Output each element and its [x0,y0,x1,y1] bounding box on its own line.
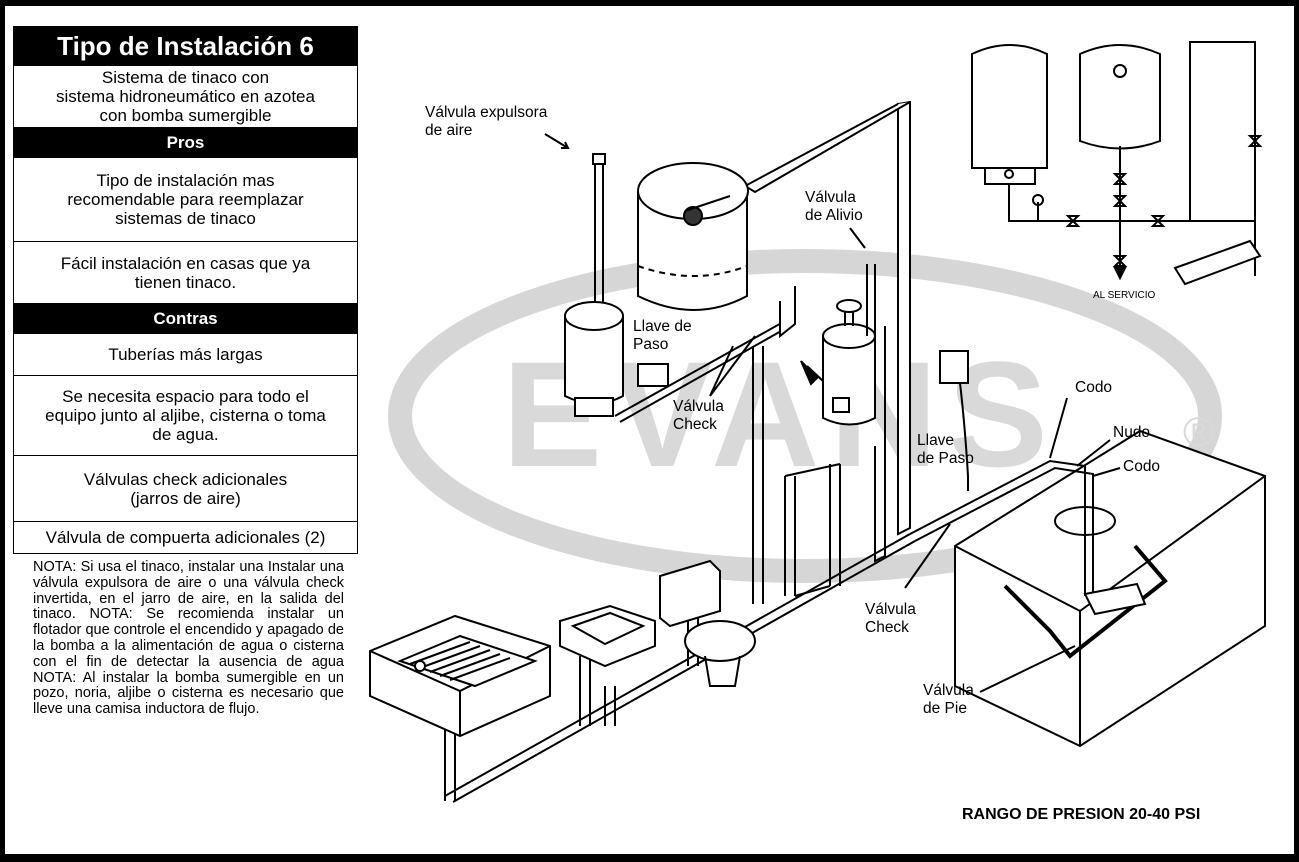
relief-valve-pipe [866,264,876,336]
shower-arm [806,365,824,382]
pointer-codo-2 [1092,467,1121,477]
registered-mark: ® [1183,408,1214,455]
contras-item: Se necesita espacio para todo el equipo … [13,376,358,456]
water-heater [822,299,876,426]
base-supply-pipe [444,533,916,803]
shower-head [800,360,819,386]
air-release-pipe [594,161,604,306]
plumbing-diagram: EVANS ® [369,41,1266,803]
label-codo-2: Codo [1123,458,1161,475]
inset-pressure-tank [1079,44,1161,150]
label-valvula-expulsora: Válvula expulsora de aire [425,104,548,139]
pointer-check-2 [904,523,951,589]
inset-submersible-pump [1173,239,1262,286]
panel-title: Tipo de Instalación 6 [13,26,358,66]
label-al-servicio: AL SERVICIO [1093,290,1156,301]
pointer-codo-1 [1049,397,1068,459]
heater-loop-pipes [784,464,841,596]
discharge-pipe [614,320,791,423]
submersible-pump [1083,582,1147,616]
label-valvula-alivio: Válvula de Alivio [805,189,863,224]
contras-item: Válvulas check adicionales (jarros de ai… [13,456,358,522]
contras-item: Válvula de compuerta adicionales (2) [13,522,358,554]
pointer-alivio [849,227,866,249]
pointer-check-1 [709,335,756,397]
pressure-switch-box [939,350,969,384]
pump-fitting [637,363,669,387]
label-llave-paso-2: Llave de Paso [917,432,974,467]
air-release-valve [592,153,606,165]
pointer-expulsora [544,133,570,149]
nota-text: NOTA: Si usa el tinaco, instalar una Ins… [33,559,344,718]
pros-item: Tipo de instalación mas recomendable par… [13,158,358,242]
laundry-sink [369,614,551,738]
contras-header: Contras [13,304,358,334]
info-panel: Tipo de Instalación 6 Sistema de tinaco … [13,26,358,718]
pressure-tank [564,301,624,417]
inset-schematic [971,41,1263,286]
pros-item: Fácil instalación en casas que ya tienen… [13,242,358,304]
label-llave-paso-1: Llave de Paso [633,318,692,353]
label-codo-1: Codo [1075,379,1113,396]
label-valvula-pie: Válvula de Pie [923,682,974,717]
diagram-frame: Tipo de Instalación 6 Sistema de tinaco … [5,6,1294,854]
label-valvula-check-2: Válvula Check [865,601,916,636]
toilet [659,559,756,687]
switch-cable [959,382,969,477]
pros-header: Pros [13,128,358,158]
main-riser-pipe [897,100,911,536]
roof-supply-pipe [742,101,911,194]
wash-basin [559,604,656,668]
fixture-riser [752,346,764,604]
inset-heater-tank [971,44,1048,169]
tinaco-tank [637,162,749,311]
panel-description: Sistema de tinaco con sistema hidroneumá… [13,66,358,128]
contras-item: Tuberías más largas [13,334,358,376]
pointer-nudo [1076,439,1111,467]
label-nudo: Nudo [1113,424,1151,441]
submersible-supply-pipe [909,459,1094,596]
label-valvula-check-1: Válvula Check [673,398,724,433]
pointer-valvula-pie [979,645,1076,693]
lavabo-pipes [579,656,616,726]
footer-pressure-range: RANGO DE PRESION 20-40 PSI [962,806,1201,823]
